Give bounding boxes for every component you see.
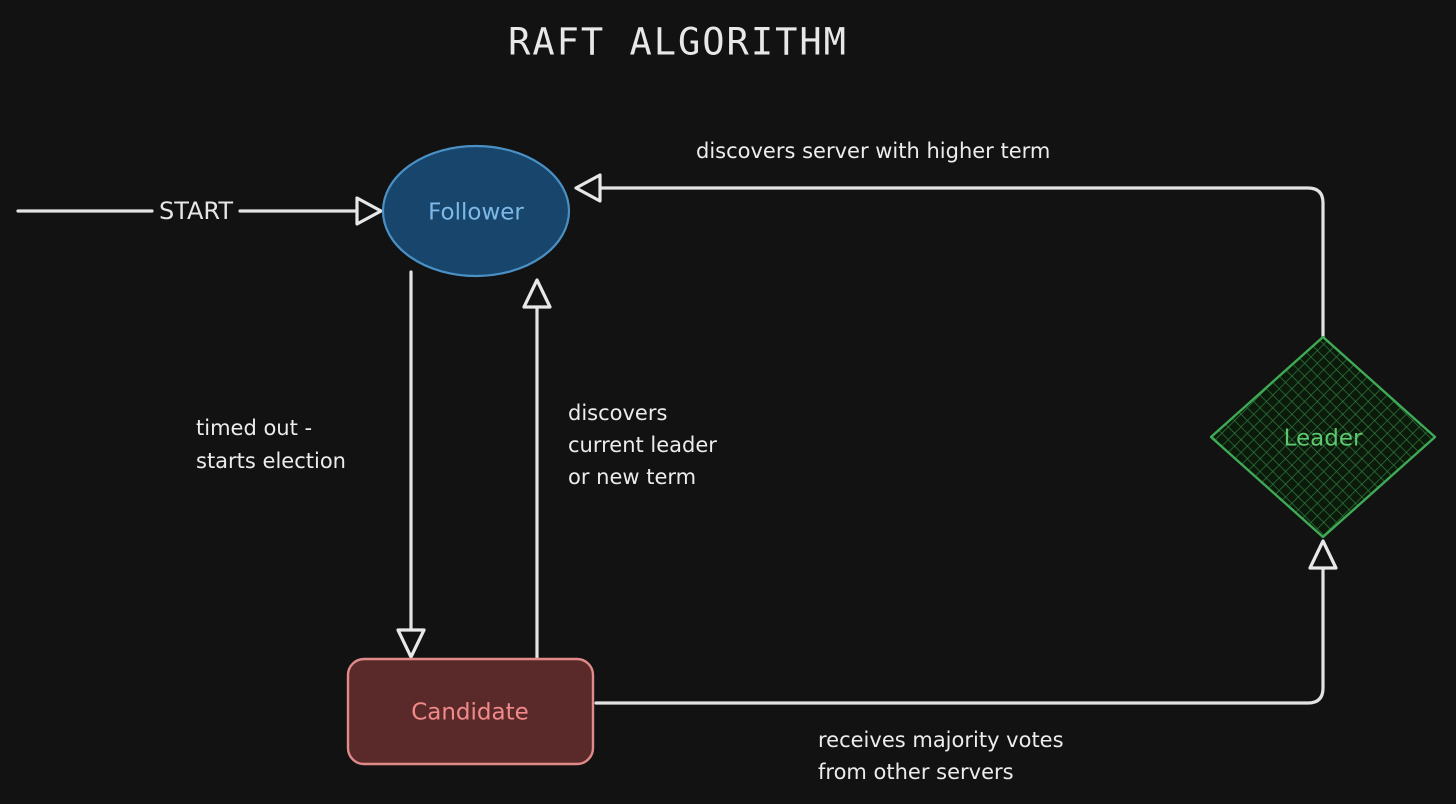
arrowhead-into-follower-from-leader <box>574 173 602 203</box>
edge-label-start: START <box>159 197 233 225</box>
arrowhead-into-leader <box>1308 539 1338 570</box>
edge-label-line-0: discovers server with higher term <box>696 139 1050 163</box>
node-candidate[interactable]: Candidate <box>346 657 595 766</box>
page-title: RAFT ALGORITHM <box>508 21 848 64</box>
node-follower[interactable]: Follower <box>381 144 571 278</box>
edge-label-line-0: timed out - <box>196 416 312 440</box>
edge-leader-to-follower <box>574 173 1325 339</box>
edge-label-line-0: receives majority votes <box>818 728 1064 752</box>
follower-label: Follower <box>428 200 524 226</box>
edge-line-leader-to-follower <box>598 186 1325 339</box>
follower-ellipse-shape[interactable] <box>381 144 571 278</box>
edge-label-follower-to-candidate: timed out - starts election <box>196 416 346 473</box>
edge-line-candidate-to-leader <box>594 566 1325 705</box>
node-leader[interactable]: Leader <box>1209 335 1437 539</box>
arrowhead-into-follower-start <box>355 196 383 226</box>
candidate-rect-shape[interactable] <box>346 657 595 766</box>
leader-diamond-shape[interactable] <box>1209 335 1437 539</box>
arrowhead-into-candidate <box>396 628 426 659</box>
edge-start-to-follower: START <box>16 196 383 226</box>
edge-label-line-1: from other servers <box>818 760 1014 784</box>
edge-candidate-to-follower <box>522 278 552 662</box>
edge-label-candidate-to-follower: discovers current leader or new term <box>568 401 717 489</box>
edge-label-line-1: starts election <box>196 449 346 473</box>
edge-label-line-0: discovers <box>568 401 667 425</box>
edge-label-line-2: or new term <box>568 465 696 489</box>
edge-label-line-1: current leader <box>568 433 717 457</box>
edge-follower-to-candidate <box>396 270 426 659</box>
candidate-label: Candidate <box>411 700 529 726</box>
leader-label: Leader <box>1284 426 1363 452</box>
edge-candidate-to-leader <box>594 539 1338 705</box>
edge-label-candidate-to-leader: receives majority votes from other serve… <box>818 728 1064 784</box>
arrowhead-into-follower-from-candidate <box>522 278 552 309</box>
edge-label-leader-to-follower: discovers server with higher term <box>696 139 1050 163</box>
